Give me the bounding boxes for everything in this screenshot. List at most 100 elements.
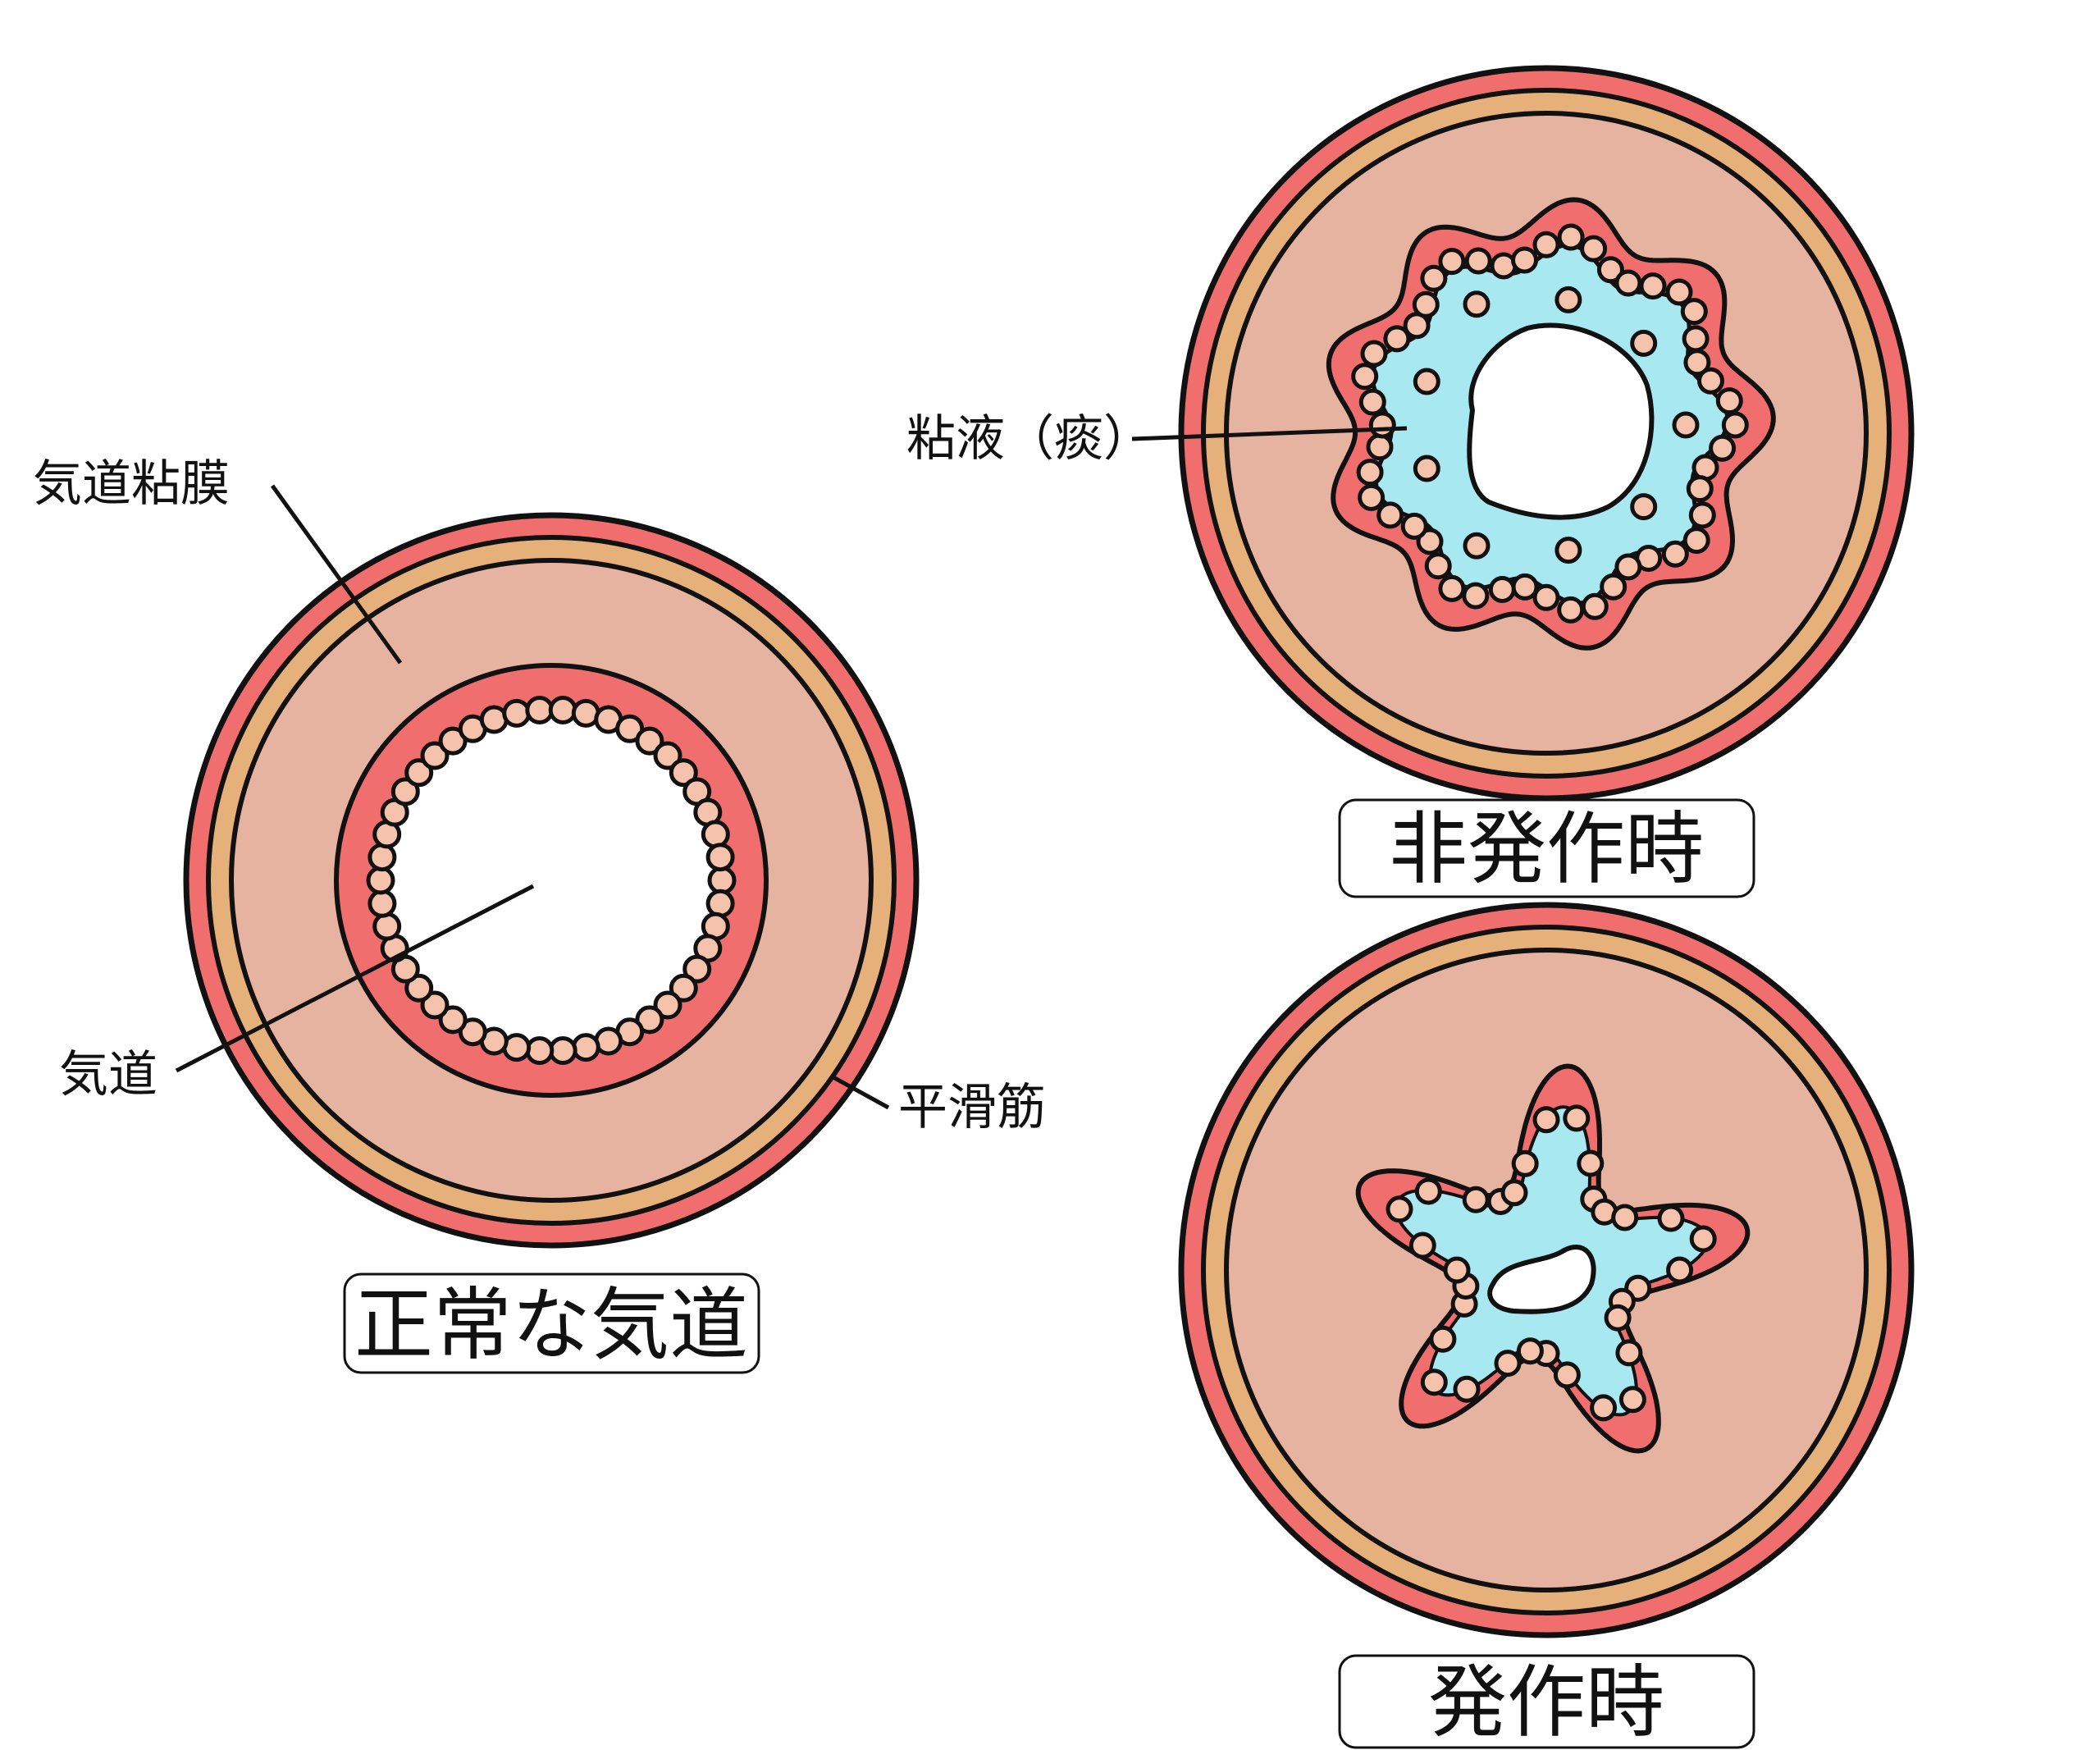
epithelial-cell <box>1661 540 1689 568</box>
epithelial-cell <box>1420 264 1448 292</box>
epithelial-cell <box>1412 290 1440 318</box>
epithelial-cell <box>368 843 397 872</box>
epithelial-cell <box>1683 349 1711 377</box>
epithelial-cell <box>1500 1179 1528 1207</box>
epithelial-cell <box>701 820 730 849</box>
epithelial-cell <box>1532 231 1560 258</box>
epithelial-cell <box>420 990 450 1020</box>
attack-title-box <box>1338 1654 1755 1749</box>
mucus-leader <box>1131 426 1408 441</box>
epithelial-cell <box>1368 411 1396 439</box>
airway-label: 気道 <box>59 1046 158 1103</box>
epithelial-cell <box>366 866 395 895</box>
smooth-muscle-label: 平滑筋 <box>898 1079 1046 1136</box>
epithelial-cell <box>1709 434 1737 462</box>
airway-leader <box>175 884 535 1073</box>
epithelial-cell <box>525 1036 555 1065</box>
normal-title-box <box>343 1273 760 1374</box>
epithelial-cell <box>1563 1104 1591 1132</box>
attack-title: 発作時 <box>1428 1656 1664 1748</box>
epithelial-cell <box>1682 527 1710 555</box>
epithelial-cell <box>1697 367 1724 395</box>
epithelial-cell <box>372 912 402 941</box>
minimal-lumen <box>1487 1245 1596 1314</box>
epithelial-cell <box>1630 493 1658 521</box>
normal-airway <box>183 512 920 1249</box>
epithelial-cell <box>1554 537 1582 564</box>
epithelial-cell <box>1408 1231 1436 1259</box>
epithelial-cell <box>1532 583 1560 611</box>
epithelial-cell <box>1611 1204 1639 1231</box>
epithelial-cell <box>1424 552 1452 580</box>
epithelial-cell <box>1553 1361 1581 1389</box>
epithelial-cell <box>1462 1186 1490 1213</box>
epithelial-cell <box>1416 528 1444 555</box>
epithelial-cell <box>1604 1304 1632 1332</box>
epithelial-cell <box>1420 1368 1448 1396</box>
epithelial-cell <box>1511 246 1538 274</box>
epithelial-cell <box>707 866 737 895</box>
epithelial-cell <box>1464 247 1492 275</box>
epithelial-cell <box>1666 1256 1694 1284</box>
airway-mucosa-label: 気道粘膜 <box>33 455 230 513</box>
epithelial-cell <box>1463 532 1491 560</box>
epithelial-cell <box>1580 235 1608 263</box>
epithelial-cell <box>1596 256 1624 284</box>
epithelial-cell <box>525 696 555 724</box>
epithelial-cell <box>1672 411 1700 439</box>
epithelial-cell <box>653 741 682 770</box>
epithelial-cell <box>1383 325 1411 353</box>
epithelial-cell <box>1532 1106 1560 1134</box>
epithelial-cell <box>1630 329 1658 357</box>
epithelial-cell <box>1386 1195 1413 1223</box>
epithelial-cell <box>1614 553 1642 581</box>
epithelial-cell <box>1429 1325 1457 1353</box>
epithelial-cell <box>502 698 532 728</box>
epithelial-cell <box>1557 223 1585 251</box>
epithelial-cell <box>1614 269 1642 297</box>
epithelial-cell <box>1360 340 1388 368</box>
epithelial-cell <box>705 843 735 872</box>
attack-airway <box>1178 902 1915 1638</box>
smooth-muscle-leader <box>830 1074 890 1110</box>
epithelial-cell <box>1615 1339 1643 1367</box>
epithelial-cell <box>438 1005 468 1035</box>
epithelial-cell <box>1557 596 1585 624</box>
epithelial-cell <box>1488 576 1516 603</box>
normal-title: 正常な気道 <box>354 1279 748 1371</box>
epithelial-cell <box>1689 1225 1717 1253</box>
epithelial-cell <box>1590 1394 1618 1422</box>
epithelial-cell <box>1581 592 1609 620</box>
epithelial-cell <box>548 1036 578 1065</box>
non-attack-title: 非発作時 <box>1389 803 1704 895</box>
epithelial-cell <box>390 777 420 806</box>
epithelial-cell <box>1358 388 1386 416</box>
epithelial-cell <box>1657 1204 1685 1232</box>
epithelial-cell <box>1680 298 1708 326</box>
epithelial-cell <box>1443 1256 1471 1284</box>
non-attack-title-box <box>1338 798 1755 898</box>
epithelial-cell <box>1376 501 1404 529</box>
epithelial-cell <box>404 973 434 1003</box>
epithelial-cell <box>1516 1337 1544 1365</box>
epithelial-cell <box>548 696 578 724</box>
epithelial-cell <box>1438 574 1466 602</box>
epithelial-cell <box>1494 1350 1522 1378</box>
epithelial-cell <box>1665 278 1693 306</box>
epithelial-cell <box>1463 290 1491 318</box>
epithelial-cell <box>1682 325 1710 353</box>
epithelial-cell <box>1438 248 1466 276</box>
epithelial-cell <box>1715 387 1743 415</box>
epithelial-cell <box>705 889 735 918</box>
epithelial-cell <box>669 973 698 1003</box>
epithelial-cell <box>571 1033 600 1062</box>
epithelial-cell <box>635 726 664 756</box>
epithelial-cell <box>1413 368 1440 395</box>
epithelial-cell <box>1600 573 1628 601</box>
epithelial-cell <box>653 990 682 1020</box>
epithelial-cell <box>1721 411 1749 439</box>
epithelial-cell <box>404 758 434 788</box>
epithelial-cell <box>1511 1149 1539 1177</box>
epithelial-cell <box>420 741 450 770</box>
